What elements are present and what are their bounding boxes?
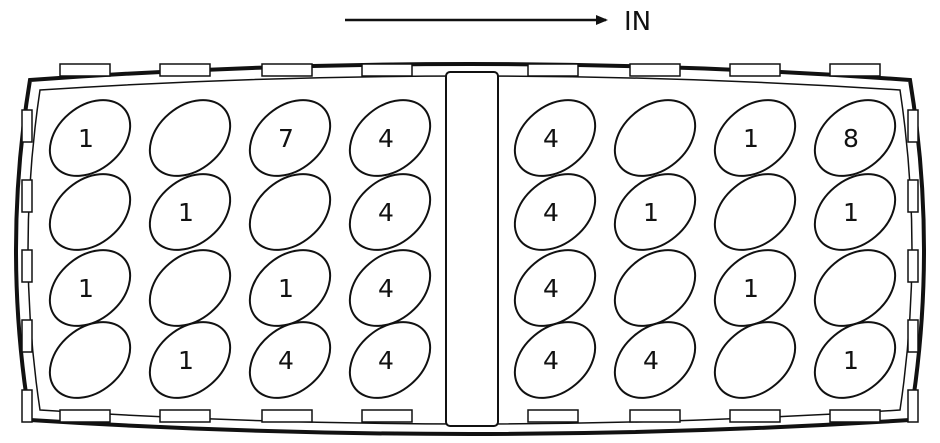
tray-tabs	[21, 63, 919, 423]
well	[813, 249, 897, 327]
bottom-tab	[527, 409, 579, 423]
tray-inner-border	[27, 75, 913, 425]
well	[813, 321, 897, 399]
well-label: 7	[278, 124, 294, 153]
well	[713, 99, 797, 177]
bottom-tab	[159, 409, 211, 423]
well-label: 4	[378, 124, 394, 153]
well	[48, 249, 132, 327]
left-tab	[21, 249, 33, 283]
right-tab	[907, 389, 919, 423]
well	[148, 99, 232, 177]
well-label: 4	[378, 346, 394, 375]
well	[513, 99, 597, 177]
top-tab	[261, 63, 313, 77]
top-tab	[59, 63, 111, 77]
well-label: 4	[543, 274, 559, 303]
well	[48, 173, 132, 251]
well-label: 8	[843, 124, 859, 153]
well	[48, 99, 132, 177]
well-grid: 1 1 1 1 7 1 4 4 4 4 4 4 4 4 4 1 4 1 1 8 1 1	[48, 99, 897, 399]
well-label: 4	[378, 198, 394, 227]
well	[348, 321, 432, 399]
well-label: 1	[843, 198, 859, 227]
top-tab	[527, 63, 579, 77]
right-tab	[907, 319, 919, 353]
well	[148, 249, 232, 327]
well	[248, 249, 332, 327]
left-tab	[21, 389, 33, 423]
well	[713, 321, 797, 399]
well	[613, 321, 697, 399]
well	[513, 249, 597, 327]
right-well-block: 4 4 4 4 1 4 1 1 8 1 1	[513, 99, 897, 399]
well-label: 4	[543, 198, 559, 227]
well-label: 4	[643, 346, 659, 375]
well-label: 4	[543, 346, 559, 375]
tray-outline	[14, 62, 926, 436]
bottom-tab	[361, 409, 413, 423]
well	[348, 249, 432, 327]
well-label: 4	[543, 124, 559, 153]
well-label: 1	[743, 124, 759, 153]
right-tab	[907, 109, 919, 143]
well	[713, 249, 797, 327]
top-tab	[159, 63, 211, 77]
well-label: 1	[743, 274, 759, 303]
right-tab	[907, 179, 919, 213]
well	[248, 99, 332, 177]
well-label: 1	[278, 274, 294, 303]
well	[348, 99, 432, 177]
well	[613, 173, 697, 251]
well	[513, 173, 597, 251]
well	[248, 321, 332, 399]
well-label: 1	[78, 124, 94, 153]
left-tab	[21, 179, 33, 213]
bottom-tab	[261, 409, 313, 423]
top-tab	[629, 63, 681, 77]
well	[148, 173, 232, 251]
well	[148, 321, 232, 399]
direction-indicator: IN	[345, 7, 651, 37]
bottom-tab	[829, 409, 881, 423]
well	[48, 321, 132, 399]
left-tab	[21, 109, 33, 143]
top-tab	[829, 63, 881, 77]
well-label: 1	[178, 198, 194, 227]
top-tab	[729, 63, 781, 77]
top-tab	[361, 63, 413, 77]
well	[813, 173, 897, 251]
well	[248, 173, 332, 251]
direction-label: IN	[624, 7, 651, 37]
center-divider	[445, 71, 499, 427]
well-label: 1	[78, 274, 94, 303]
left-tab	[21, 319, 33, 353]
well	[613, 99, 697, 177]
left-well-block: 1 1 1 1 7 1 4 4 4 4 4	[48, 99, 432, 399]
well	[613, 249, 697, 327]
well	[348, 173, 432, 251]
bottom-tab	[59, 409, 111, 423]
well-label: 1	[178, 346, 194, 375]
bottom-tab	[729, 409, 781, 423]
well	[713, 173, 797, 251]
well-label: 4	[378, 274, 394, 303]
well-label: 1	[843, 346, 859, 375]
right-tab	[907, 249, 919, 283]
well	[813, 99, 897, 177]
well-label: 4	[278, 346, 294, 375]
well	[513, 321, 597, 399]
bottom-tab	[629, 409, 681, 423]
well-label: 1	[643, 198, 659, 227]
